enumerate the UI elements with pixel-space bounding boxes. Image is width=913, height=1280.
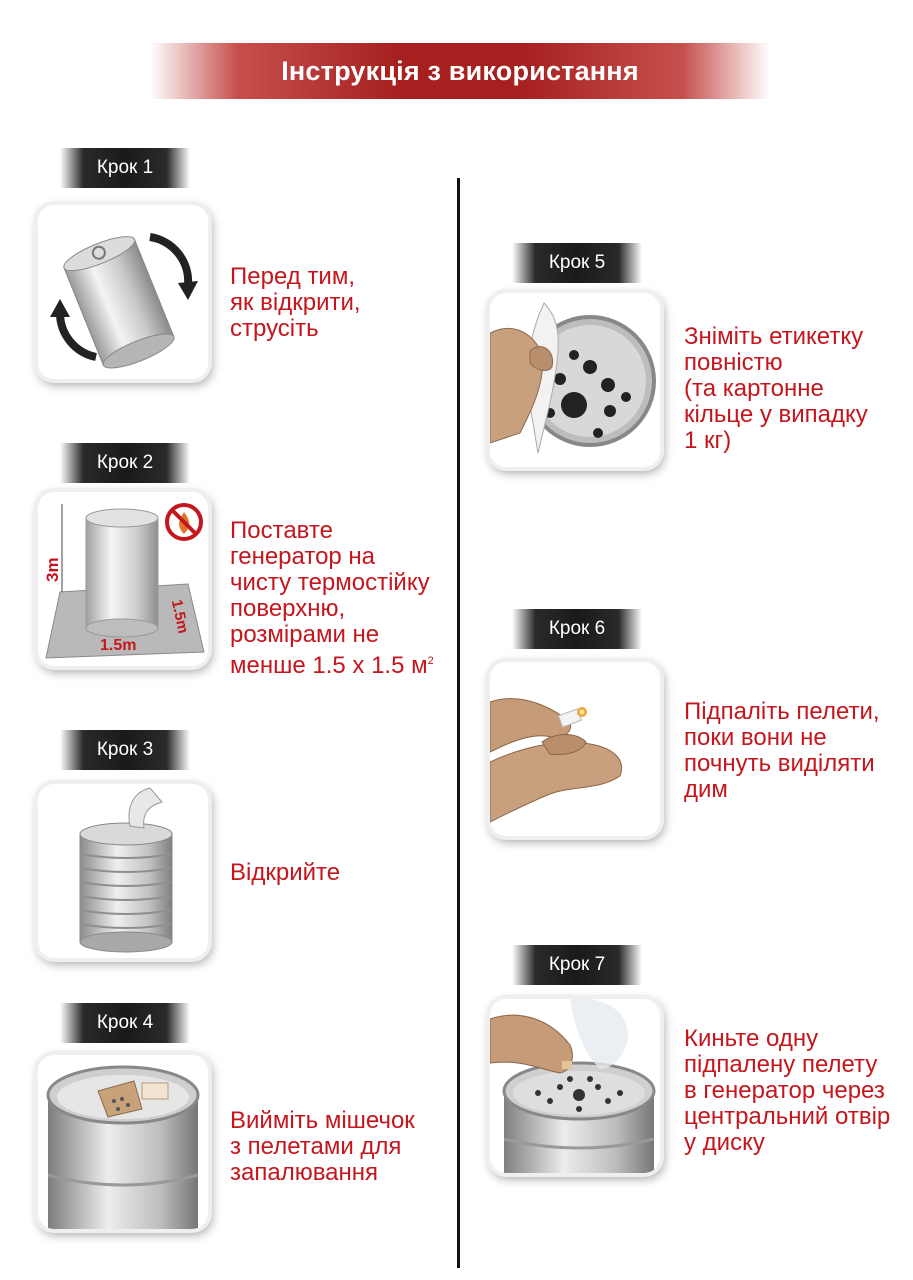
column-divider [457,178,460,1268]
title-banner: Інструкція з використання [150,43,770,99]
step-1-caption: Перед тим, як відкрити, струсіть [230,263,361,342]
step-6-tag: Крок 6 [512,609,642,649]
step-6-photo [490,662,660,836]
surface-dimensions-illustration: 3m 1.5m 1.5m [43,503,205,659]
step-3-label: Крок 3 [96,739,154,760]
step-5-caption: Зніміть етикетку повністю (та картонне к… [684,323,868,454]
open-can-illustration [79,787,173,953]
light-pellets-illustration [490,698,622,823]
step-5-label: Крок 5 [548,252,606,273]
step-7-photo [490,999,660,1173]
step-1-photo [38,205,208,379]
remove-label-illustration [490,302,656,454]
step-1-tag: Крок 1 [60,148,190,188]
step-2-caption: Поставте генератор на чисту термостійку … [230,517,434,679]
step-6-label: Крок 6 [548,618,606,639]
width-label: 1.5m [100,637,136,654]
step-7-label: Крок 7 [548,954,606,975]
step-5-photo [490,293,660,467]
step-2-tag: Крок 2 [60,443,190,483]
pellet-bag-illustration [46,1065,200,1229]
height-label: 3m [43,557,62,582]
step-6-caption: Підпаліть пелети, поки вони не почнуть в… [684,698,880,803]
step-2-photo: 3m 1.5m 1.5m [38,492,208,666]
depth-label: 1.5m [168,598,192,635]
step-7-caption: Киньте одну підпалену пелету в генератор… [684,1025,891,1156]
step-3-tag: Крок 3 [60,730,190,770]
step-4-caption: Вийміть мішечок з пелетами для запалюван… [230,1107,415,1186]
step-4-label: Крок 4 [96,1012,154,1033]
step-7-tag: Крок 7 [512,945,642,985]
step-4-photo [38,1055,208,1229]
step-4-tag: Крок 4 [60,1003,190,1043]
drop-pellet-illustration [490,999,656,1173]
step-3-caption: Відкрийте [230,859,341,886]
page-title: Інструкція з використання [281,55,639,86]
step-3-photo [38,784,208,958]
can-shake-illustration [50,233,198,369]
step-1-label: Крок 1 [96,157,154,178]
step-2-label: Крок 2 [96,452,154,473]
step-5-tag: Крок 5 [512,243,642,283]
